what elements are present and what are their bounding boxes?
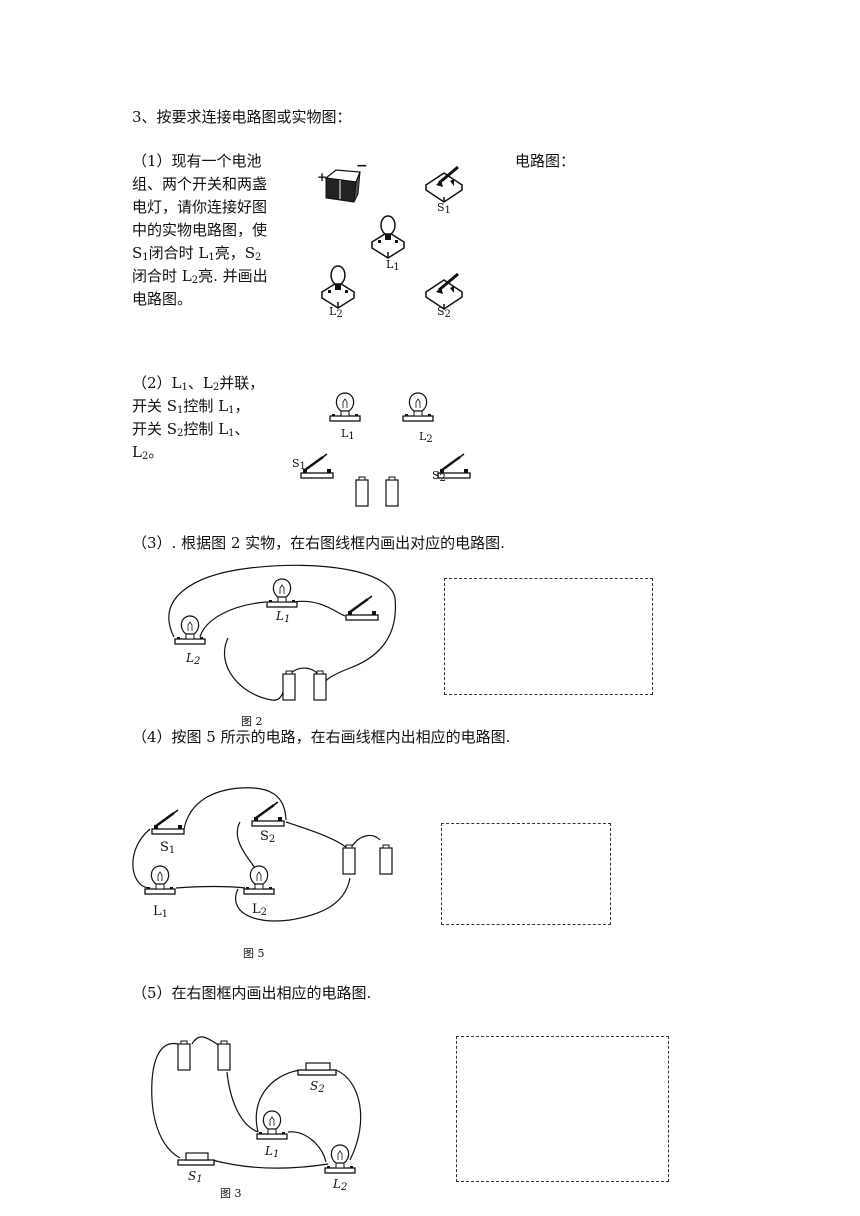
- bulb-l1-icon: [371, 215, 405, 259]
- q1-text: （1）现有一个电池 组、两个开关和两盏 电灯，请你连接好图 中的实物电路图，使 …: [132, 150, 268, 311]
- switch-s1-icon: [150, 808, 186, 836]
- wire: [226, 1071, 259, 1133]
- q5-s1-label: S1: [188, 1169, 203, 1185]
- battery-cell-icon: [177, 1040, 191, 1071]
- battery-cell-icon: [342, 844, 356, 875]
- wire: [292, 600, 346, 617]
- bulb-l2-icon: [321, 265, 355, 309]
- wire: [255, 1069, 301, 1133]
- wire: [287, 1131, 327, 1163]
- q1-s1-label: S1: [437, 201, 451, 216]
- q1-line: S1闭合时 L1亮，S2: [132, 244, 262, 263]
- wire: [223, 637, 287, 701]
- wire: [151, 1042, 181, 1159]
- switch-s1-icon: [424, 165, 464, 204]
- switch-s2-icon: [297, 1062, 337, 1076]
- q1-line: （1）现有一个电池: [132, 152, 262, 170]
- q5-text: （5）在右图框内画出相应的电路图.: [132, 984, 372, 1002]
- wire: [132, 828, 151, 889]
- battery-cell-icon: [217, 1040, 231, 1071]
- wire: [168, 564, 397, 687]
- q1-line: 电路图。: [132, 290, 193, 308]
- wire: [285, 821, 348, 849]
- q2-figure: [299, 392, 472, 507]
- q5-answer-box[interactable]: [456, 1036, 669, 1182]
- q1-line: 组、两个开关和两盏: [132, 175, 268, 193]
- q2-line: L2。: [132, 443, 164, 462]
- section-heading: 3、按要求连接电路图或实物图：: [132, 108, 352, 126]
- q1-line: 中的实物电路图，使: [132, 221, 268, 239]
- q2-line: （2）L1、L2并联，: [132, 374, 265, 393]
- wire: [175, 885, 246, 889]
- wire: [351, 834, 381, 847]
- q2-s2-label: S2: [432, 469, 446, 484]
- q5-figure: [151, 1036, 362, 1169]
- q4-figure-caption: 图 5: [243, 947, 265, 960]
- bulb-l1-icon: [256, 1110, 288, 1140]
- q2-line: 开关 S2控制 L1、: [132, 420, 250, 439]
- wire: [211, 1159, 329, 1169]
- switch-s2-icon: [250, 800, 286, 828]
- q3-l2-label: L2: [186, 651, 201, 667]
- q2-l2-label: L2: [419, 430, 433, 445]
- q3-l1-label: L1: [276, 609, 291, 625]
- q4-text: （4）按图 5 所示的电路，在右画线框内出相应的电路图.: [132, 728, 511, 746]
- q1-figure: + −: [317, 158, 464, 311]
- q5-figure-caption: 图 3: [220, 1187, 242, 1200]
- battery-cell-icon: [355, 476, 369, 507]
- q3-figure: [168, 564, 397, 701]
- q4-l2-label: L2: [252, 902, 268, 918]
- q1-line: 电灯，请你连接好图: [132, 198, 268, 216]
- bulb-l1-icon: [329, 392, 361, 422]
- svg-text:−: −: [356, 158, 368, 174]
- bulb-l1-icon: [144, 865, 176, 895]
- q1-l2-label: L2: [329, 305, 343, 320]
- q1-l1-label: L1: [386, 258, 400, 273]
- q3-figure-caption: 图 2: [241, 715, 263, 728]
- q5-l1-label: L1: [265, 1144, 280, 1160]
- bulb-l1-icon: [266, 578, 298, 608]
- svg-text:+: +: [317, 170, 327, 184]
- q2-text: （2）L1、L2并联， 开关 S1控制 L1， 开关 S2控制 L1、 L2。: [132, 372, 264, 464]
- battery-cell-icon: [385, 476, 399, 507]
- bulb-l2-icon: [174, 615, 206, 645]
- wire: [199, 601, 267, 638]
- q4-s1-label: S1: [160, 840, 176, 856]
- switch-icon: [344, 594, 380, 622]
- wire: [235, 877, 351, 922]
- bulb-l2-icon: [402, 392, 434, 422]
- wire: [335, 1069, 362, 1161]
- q4-s2-label: S2: [260, 829, 276, 845]
- switch-s2-icon: [424, 272, 464, 311]
- q1-circuit-label: 电路图：: [515, 152, 576, 170]
- switch-s1-icon: [177, 1152, 215, 1166]
- wire: [183, 787, 287, 830]
- battery-cell-icon: [379, 844, 393, 875]
- q4-l1-label: L1: [153, 904, 169, 920]
- q3-answer-box[interactable]: [444, 578, 653, 695]
- battery-pack-icon: + −: [317, 158, 368, 203]
- q2-line: 开关 S1控制 L1，: [132, 397, 250, 416]
- q5-l2-label: L2: [333, 1177, 348, 1193]
- battery-cell-icon: [282, 670, 296, 701]
- q2-s1-label: S1: [292, 457, 306, 472]
- battery-cell-icon: [313, 670, 327, 701]
- bulb-l2-icon: [243, 865, 275, 895]
- q5-s2-label: S2: [310, 1079, 325, 1095]
- q4-answer-box[interactable]: [441, 823, 611, 925]
- q3-text: （3）. 根据图 2 实物，在右图线框内画出对应的电路图.: [132, 534, 505, 552]
- wire: [191, 1036, 221, 1047]
- q1-line: 闭合时 L2亮. 并画出: [132, 267, 268, 286]
- q1-s2-label: S2: [437, 305, 451, 320]
- wire: [236, 821, 259, 873]
- q2-l1-label: L1: [341, 427, 355, 442]
